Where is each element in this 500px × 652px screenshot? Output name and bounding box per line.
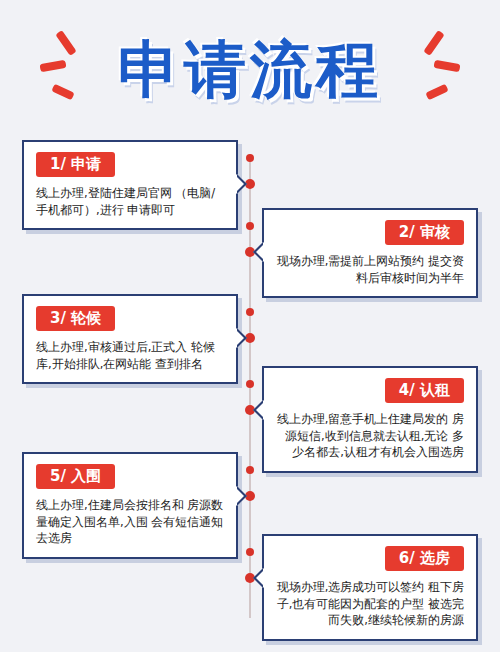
step-box: 6/ 选房现场办理,选房成功可以签约 租下房子,也有可能因为配套的户型 被选完而… (262, 534, 478, 641)
step-text: 线上办理,留意手机上住建局发的 房源短信,收到信息就去认租,无论 多少名都去,认… (276, 411, 464, 461)
step-heading: 6/ 选房 (385, 546, 464, 571)
step-box: 5/ 入围线上办理,住建局会按排名和 房源数量确定入围名单,入围 会有短信通知去… (22, 452, 238, 559)
step-heading: 5/ 入围 (36, 464, 115, 489)
timeline-dot (246, 308, 254, 316)
step-box: 2/ 审核现场办理,需提前上网站预约 提交资料后审核时间为半年 (262, 208, 478, 298)
title: 申请流程 (0, 28, 500, 112)
step-box: 1/ 申请线上办理,登陆住建局官网 （电脑/手机都可）,进行 申请即可 (22, 140, 238, 230)
step-text: 现场办理,选房成功可以签约 租下房子,也有可能因为配套的户型 被选完而失败,继续… (276, 579, 464, 629)
timeline-dot (246, 222, 254, 230)
step-heading: 1/ 申请 (36, 152, 115, 177)
timeline-dot (246, 380, 254, 388)
step-heading: 3/ 轮候 (36, 306, 115, 331)
timeline-dot (246, 548, 254, 556)
step-box: 4/ 认租线上办理,留意手机上住建局发的 房源短信,收到信息就去认租,无论 多少… (262, 366, 478, 473)
step-text: 线上办理,登陆住建局官网 （电脑/手机都可）,进行 申请即可 (36, 185, 224, 218)
step-text: 线上办理,住建局会按排名和 房源数量确定入围名单,入围 会有短信通知去选房 (36, 497, 224, 547)
timeline-dot (246, 466, 254, 474)
timeline-dot (246, 154, 254, 162)
step-heading: 4/ 认租 (385, 378, 464, 403)
step-text: 线上办理,审核通过后,正式入 轮候库,开始排队,在网站能 查到排名 (36, 339, 224, 372)
step-box: 3/ 轮候线上办理,审核通过后,正式入 轮候库,开始排队,在网站能 查到排名 (22, 294, 238, 384)
step-text: 现场办理,需提前上网站预约 提交资料后审核时间为半年 (276, 253, 464, 286)
step-heading: 2/ 审核 (385, 220, 464, 245)
